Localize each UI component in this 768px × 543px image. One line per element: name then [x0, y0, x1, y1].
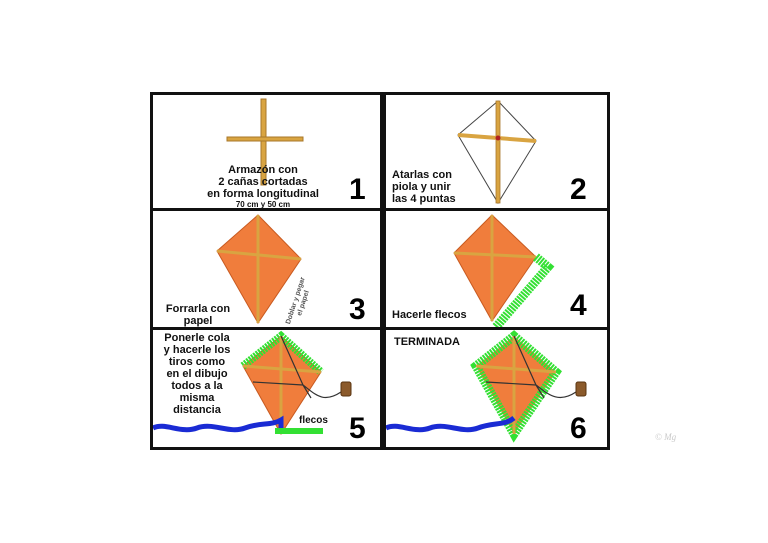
step-2-line-1: Atarlas con: [392, 169, 452, 181]
step-1-line-3: en forma longitudinal: [207, 188, 319, 200]
step-5-text: Ponerle cola y hacerle los tiros como en…: [155, 332, 239, 416]
step-5-line-7: distancia: [173, 404, 221, 416]
instruction-board: Armazón con 2 cañas cortadas en forma lo…: [150, 92, 610, 450]
horizontal-cane: [242, 364, 322, 374]
step-5-panel: Ponerle cola y hacerle los tiros como en…: [153, 330, 380, 447]
step-3-line-1: Forrarla con: [165, 303, 231, 315]
step-5-number: 5: [349, 412, 366, 445]
step-2-number: 2: [570, 173, 587, 206]
step-1-measurements: 70 cm y 50 cm: [235, 200, 291, 208]
horizontal-cane: [453, 251, 537, 259]
string-spool: [575, 381, 587, 397]
fringed-kite-illustration: [453, 214, 555, 327]
step-5-line-3: tiros como: [168, 356, 226, 368]
string-spool: [340, 381, 352, 397]
step-2-line-2: piola y unir: [392, 181, 451, 193]
horizontal-cane: [226, 136, 304, 142]
fringe-sample: [275, 428, 323, 434]
step-5-line-2: y hacerle los: [163, 344, 231, 356]
step-3-text: Forrarla con papel: [157, 303, 239, 327]
vertical-cane: [260, 98, 267, 186]
step-1-line-1: Armazón con: [228, 164, 298, 176]
fringe-edge: [492, 253, 555, 327]
step-5-line-4: en el dibujo: [166, 368, 228, 380]
kite-with-tail-illustration: [153, 330, 352, 435]
step-6-text: TERMINADA: [394, 336, 460, 348]
step-2-panel: Atarlas con piola y unir las 4 puntas 2: [386, 95, 607, 208]
kite-paper-fringed: [470, 330, 562, 443]
finished-kite-illustration: [386, 330, 587, 443]
step-3-line-2: papel: [183, 315, 213, 327]
tied-frame-illustration: [457, 100, 537, 204]
step-1-number: 1: [349, 173, 366, 206]
step-5-line-1: Ponerle cola: [164, 332, 230, 344]
step-2-line-3: las 4 puntas: [392, 193, 456, 205]
step-6-number: 6: [570, 412, 587, 445]
step-3-number: 3: [349, 293, 366, 326]
tie-knot: [495, 135, 501, 141]
papered-kite-illustration: [216, 214, 302, 324]
step-1-text: Armazón con 2 cañas cortadas en forma lo…: [193, 164, 333, 208]
step-6-panel: TERMINADA 6: [386, 330, 607, 447]
horizontal-cane: [216, 249, 302, 261]
watermark: © Mg: [655, 432, 677, 442]
step-5-line-5: todos a la: [171, 380, 223, 392]
step-1-line-2: 2 cañas cortadas: [218, 176, 308, 188]
step-1-panel: Armazón con 2 cañas cortadas en forma lo…: [153, 95, 380, 208]
kite-tail: [153, 415, 284, 434]
step-2-text: Atarlas con piola y unir las 4 puntas: [392, 169, 456, 205]
cane-frame-illustration: [226, 98, 304, 186]
fringe-label: flecos: [299, 415, 328, 426]
step-5-line-6: misma: [179, 392, 215, 404]
step-4-number: 4: [570, 289, 587, 322]
step-4-panel: Hacerle flecos 4: [386, 211, 607, 327]
step-3-panel: Doblar y pegar el papel Forrarla con pap…: [153, 211, 380, 327]
step-4-text: Hacerle flecos: [392, 309, 467, 321]
bridle-strings: [252, 335, 342, 399]
vertical-cane: [495, 100, 501, 204]
kite-tail: [386, 415, 516, 433]
kite-paper: [453, 214, 537, 322]
bridle-strings: [485, 335, 577, 399]
horizontal-cane: [475, 364, 557, 374]
